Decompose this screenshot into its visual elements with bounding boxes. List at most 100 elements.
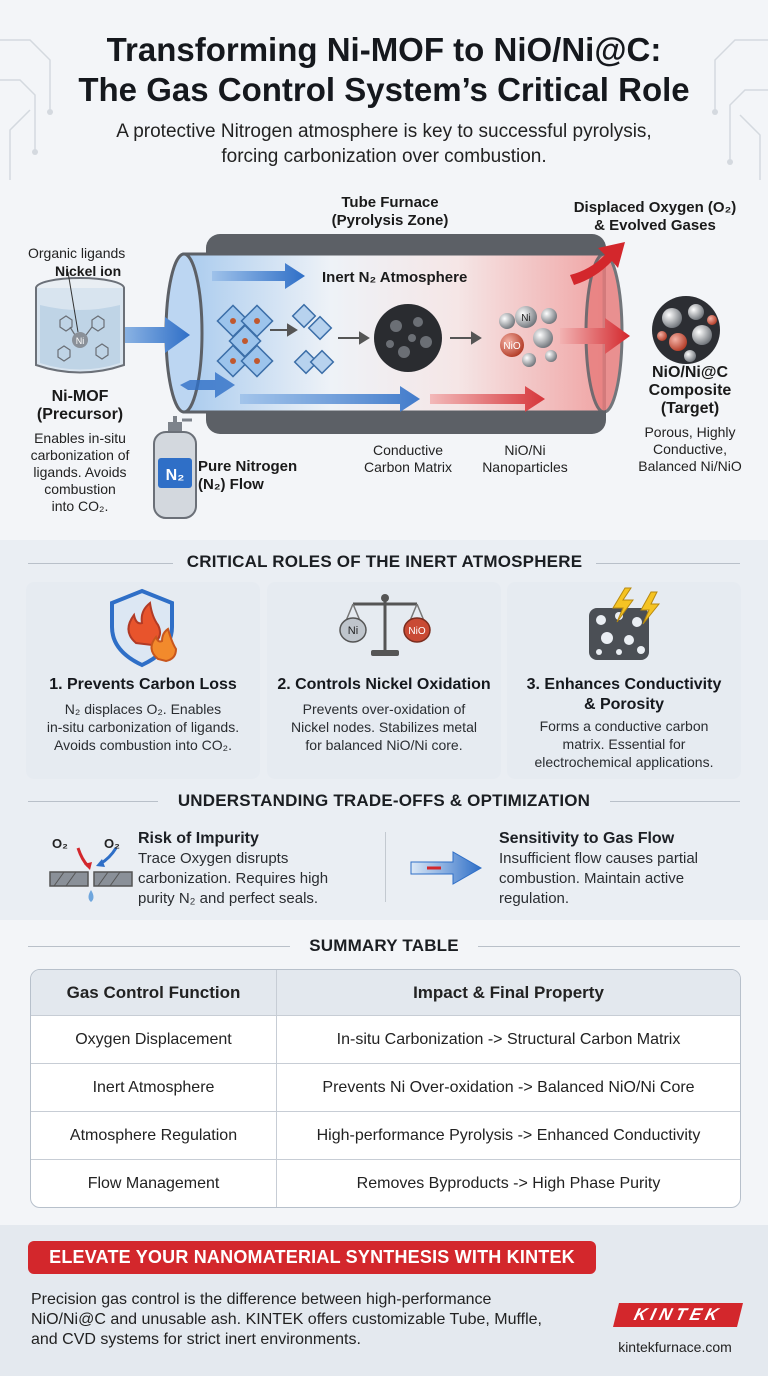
target-desc-line-1: Porous, Highly [644,424,736,440]
role-card-text: Forms a conductive carbon matrix. Essent… [507,717,741,771]
flow-arrow-upper [212,263,305,289]
flow-line-2: combustion. Maintain active [499,870,685,887]
target-title-line-1: NiO/Ni@C [651,364,729,381]
flow-title: Sensitivity to Gas Flow [499,830,675,847]
subtitle-line-2: forcing carbonization over combustion. [221,146,547,167]
precursor-desc-line-1: Enables in-situ [34,430,126,446]
role-card-text: Prevents over-oxidation of Nickel nodes.… [267,700,501,754]
table-cell: Removes Byproducts -> High Phase Purity [356,1174,661,1192]
subtitle-line-1: A protective Nitrogen atmosphere is key … [116,121,652,142]
summary-divider-left [28,946,290,947]
o2-right-label: O₂ [104,836,120,851]
nitrogen-cylinder-icon [153,416,197,519]
kintek-url-link[interactable]: kintekfurnace.com [618,1339,732,1355]
roles-divider-right [596,563,740,564]
process-arrows [270,323,482,345]
carbon-matrix-label: Conductive Carbon Matrix [348,442,468,476]
roles-divider-left [28,563,173,564]
o2-left-label: O₂ [52,836,68,851]
role-card-line-2: Nickel nodes. Stabilizes metal [291,719,477,735]
exhaust-label-line-1: Displaced Oxygen (O₂) [573,199,737,216]
target-block: NiO/Ni@C Composite (Target) Porous, High… [620,364,760,475]
tradeoffs-vertical-divider [385,832,386,902]
beaker-ni-label: Ni [76,336,85,346]
cta-text-line-2: NiO/Ni@C and unusable ash. KINTEK offers… [31,1311,542,1328]
page-subtitle: A protective Nitrogen atmosphere is key … [0,119,768,169]
nanoparticle-label: NiO/Ni Nanoparticles [465,442,585,476]
kintek-logo-text: KINTEK [632,1305,725,1324]
shield-flame-icon [110,588,178,668]
role-card-line-3: electrochemical applications. [534,754,714,770]
precursor-title-line-2: (Precursor) [36,406,124,423]
carbon-matrix-icon [374,304,442,372]
title-line-1: Transforming Ni-MOF to NiO/Ni@C: [106,31,662,68]
table-row: Flow Management Removes Byproducts -> Hi… [31,1159,740,1207]
nickel-label: Nickel ion [55,263,122,279]
target-title-line-2: Composite [648,382,732,399]
precursor-desc-line-4: combustion [44,481,116,497]
tradeoffs-divider-right [610,801,740,802]
impurity-block: Risk of Impurity Trace Oxygen disrupts c… [138,829,378,909]
nitrogen-flow-label: Pure Nitrogen (N₂) Flow [198,458,328,494]
target-title-line-3: (Target) [660,400,720,417]
scale-ni-label: Ni [348,625,358,637]
table-cell: Atmosphere Regulation [31,1112,277,1159]
impurity-line-1: Trace Oxygen disrupts [138,850,289,867]
target-desc-line-3: Balanced Ni/NiO [638,458,742,474]
roles-heading: CRITICAL ROLES OF THE INERT ATMOSPHERE [186,552,583,571]
flow-line-3: regulation. [499,890,570,907]
summary-heading: SUMMARY TABLE [309,936,459,955]
cta-text-line-1: Precision gas control is the difference … [31,1291,492,1308]
cylinder-label: N₂ [166,467,185,484]
scale-nio-label: NiO [408,626,425,637]
np-nio-label: NiO [503,341,520,352]
role-card-title: 1. Prevents Carbon Loss [49,676,237,693]
furnace-label: Tube Furnace (Pyrolysis Zone) [300,194,480,230]
nanoparticles-icon [499,306,557,367]
inlet-arrow-top [110,317,190,353]
title-line-2: The Gas Control System’s Critical Role [78,71,690,108]
cta-text-line-3: and CVD systems for strict inert environ… [31,1331,361,1348]
table-cell: Inert Atmosphere [31,1064,277,1111]
cta-banner: ELEVATE YOUR NANOMATERIAL SYNTHESIS WITH… [28,1241,596,1274]
circuit-decoration [0,39,768,180]
impurity-icon [49,847,133,902]
carbon-label-line-1: Conductive [372,442,444,458]
impurity-line-3: purity N₂ and perfect seals. [138,890,319,907]
mof-structure [216,304,274,378]
impurity-title: Risk of Impurity [138,830,259,847]
exhaust-label-line-2: & Evolved Gases [594,217,716,234]
nitrogen-label-line-1: Pure Nitrogen [198,458,298,475]
target-composite-icon [652,296,720,364]
table-cell: Prevents Ni Over-oxidation -> Balanced N… [322,1078,695,1096]
exhaust-arrow-top [570,242,625,285]
nanoparticle-label-line-1: NiO/Ni [504,442,546,458]
flow-line-1: Insufficient flow causes partial [499,850,698,867]
porous-lightning-icon [589,587,661,660]
table-header-row: Gas Control Function Impact & Final Prop… [31,970,740,1015]
role-card-carbon-loss: 1. Prevents Carbon Loss N₂ displaces O₂.… [26,582,260,779]
role-card-nickel-oxidation: Ni NiO 2. Controls Nickel Oxidation Prev… [267,582,501,779]
role-card-line-2: in-situ carbonization of ligands. [46,719,240,735]
exhaust-arrow-mid [560,318,630,354]
role-card-title: 2. Controls Nickel Oxidation [277,676,491,693]
role-card-line-3: Avoids combustion into CO₂. [54,737,232,753]
role-card-title: 3. Enhances Conductivity & Porosity [507,675,741,715]
furnace-label-line-2: (Pyrolysis Zone) [331,212,449,229]
role-card-text: N₂ displaces O₂. Enables in-situ carboni… [26,700,260,754]
role-card-line-1: Prevents over-oxidation of [302,701,466,717]
mof-fragments [291,303,335,375]
table-cell: Oxygen Displacement [31,1016,277,1063]
tradeoffs-divider-left [28,801,158,802]
tradeoffs-heading: UNDERSTANDING TRADE-OFFS & OPTIMIZATION [177,791,591,810]
summary-divider-right [478,946,740,947]
exhaust-label: Displaced Oxygen (O₂) & Evolved Gases [555,199,755,235]
precursor-desc-line-3: ligands. Avoids [33,464,127,480]
role-card-line-1: N₂ displaces O₂. Enables [64,701,222,717]
role-card-line-3: for balanced NiO/Ni core. [305,737,463,753]
precursor-block: Ni-MOF (Precursor) Enables in-situ carbo… [0,388,160,515]
table-cell: Flow Management [31,1160,277,1207]
role-card-line-1: Forms a conductive carbon [539,718,709,734]
kintek-logo[interactable]: KINTEK [613,1303,743,1327]
precursor-desc-line-2: carbonization of [30,447,130,463]
